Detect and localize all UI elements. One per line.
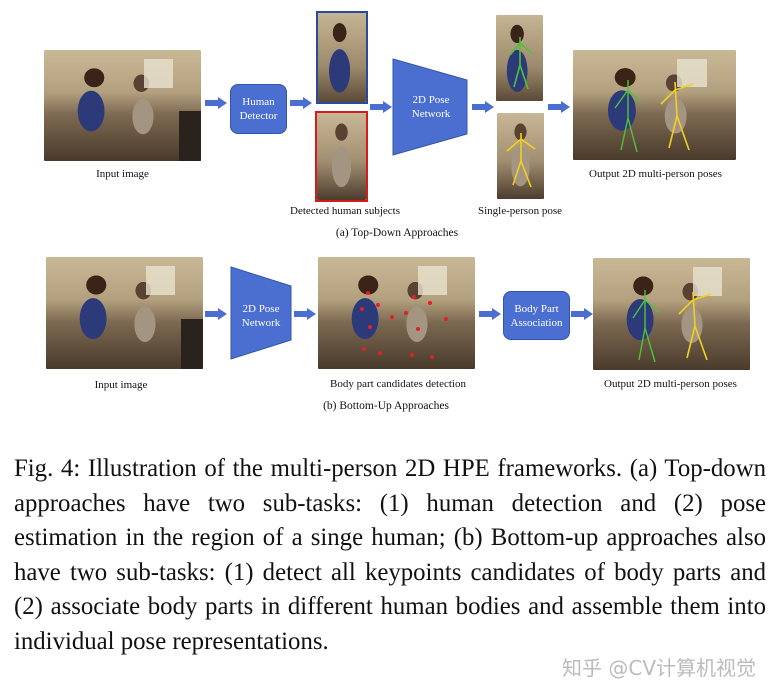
subcaption-bottom-up: (b) Bottom-Up Approaches [323, 400, 449, 412]
bottom-output-image [593, 258, 750, 370]
arrow-icon [472, 101, 494, 113]
body-part-association-box: Body Part Association [503, 291, 570, 340]
top-input-image [44, 50, 201, 161]
single-pose-2 [497, 113, 544, 199]
keypoint-dots [360, 291, 448, 359]
top-input-label: Input image [96, 168, 149, 180]
single-pose-label: Single-person pose [477, 205, 562, 217]
arrow-icon [548, 101, 570, 113]
detection-bbox-red [315, 111, 368, 202]
bottom-input-label: Input image [94, 379, 148, 391]
arrow-icon [571, 308, 593, 320]
single-pose-1 [496, 15, 543, 101]
arrow-icon [205, 308, 227, 320]
output-pose-skeletons [614, 80, 694, 153]
keypoint-candidates-image [318, 257, 475, 369]
detected-subject-2 [317, 113, 366, 200]
detection-bbox-blue [316, 11, 368, 104]
arrow-icon [294, 308, 316, 320]
top-output-label: Output 2D multi-person poses [589, 168, 722, 180]
pose-network-label: 2D Pose Network [411, 94, 451, 120]
arrow-icon [479, 308, 501, 320]
arrow-icon [290, 97, 312, 109]
figure-caption: Fig. 4: Illustration of the multi-person… [14, 455, 766, 655]
pose-network-trapezoid-bottom [230, 266, 292, 360]
bottom-output-label: Output 2D multi-person poses [604, 378, 737, 390]
candidates-label: Body part candidates detection [330, 378, 466, 390]
subcaption-top-down: (a) Top-Down Approaches [335, 227, 459, 239]
pose-skeleton-green [509, 37, 533, 90]
watermark: 知乎 @CV计算机视觉 [562, 656, 757, 680]
arrow-icon [370, 101, 392, 113]
output-pose-skeletons-bottom [632, 290, 712, 363]
pose-skeleton-yellow [506, 133, 536, 188]
top-output-image [573, 50, 736, 160]
pose-network-bottom-label: 2D Pose Network [241, 303, 281, 329]
detected-subject-1 [318, 13, 366, 102]
detected-subjects-label: Detected human subjects [290, 205, 400, 217]
arrow-icon [205, 97, 227, 109]
pose-network-trapezoid [392, 58, 468, 156]
bottom-input-image [46, 257, 203, 369]
human-detector-box: Human Detector [230, 84, 287, 134]
